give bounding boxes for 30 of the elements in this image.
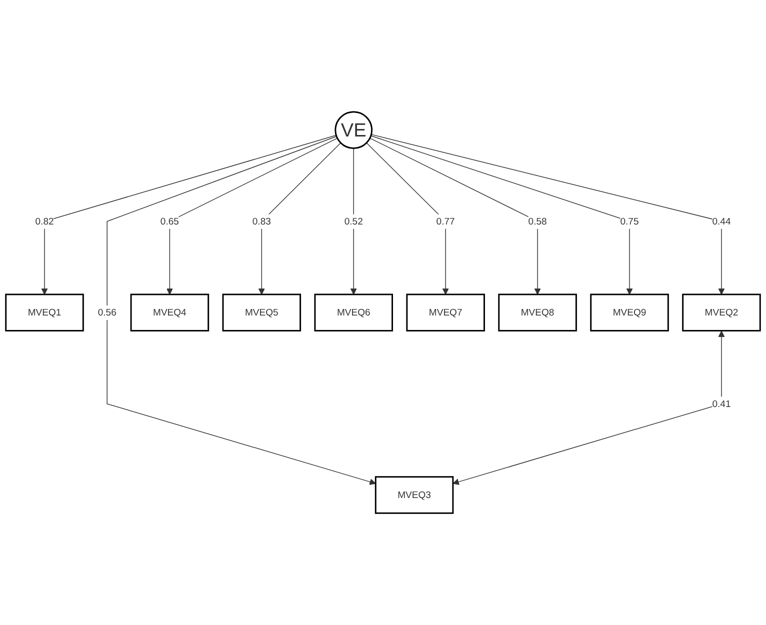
edge-label: 0.56 (98, 306, 116, 318)
arrow (370, 138, 541, 295)
edge-label: 0.44 (712, 216, 731, 227)
edge-label: 0.65 (160, 216, 179, 227)
edge-label: 0.83 (252, 216, 271, 227)
node-circle: VE (334, 111, 373, 149)
edge-label: 0.82 (35, 216, 54, 227)
node-box: MVEQ6 (314, 294, 393, 332)
arrow (370, 135, 633, 295)
edge-label: 0.41 (712, 398, 731, 410)
arrow (370, 134, 725, 295)
node-box: MVEQ5 (222, 294, 302, 332)
arrow (41, 134, 337, 295)
node-box: MVEQ3 (374, 476, 454, 514)
arrow (350, 148, 357, 295)
arrow (452, 330, 725, 485)
edge-label: 0.58 (528, 216, 547, 227)
node-box: MVEQ7 (406, 294, 485, 332)
node-box: MVEQ1 (5, 294, 84, 332)
edge-label: 0.52 (344, 216, 363, 227)
node-box: MVEQ4 (130, 294, 210, 332)
arrow (258, 142, 342, 295)
edge-label: 0.77 (436, 216, 455, 227)
edge-label: 0.75 (620, 216, 639, 227)
node-box: MVEQ2 (682, 294, 761, 332)
node-box: MVEQ9 (590, 294, 669, 332)
arrow (106, 136, 376, 485)
arrow (366, 142, 449, 295)
arrow (166, 138, 338, 295)
node-box: MVEQ8 (498, 294, 577, 332)
